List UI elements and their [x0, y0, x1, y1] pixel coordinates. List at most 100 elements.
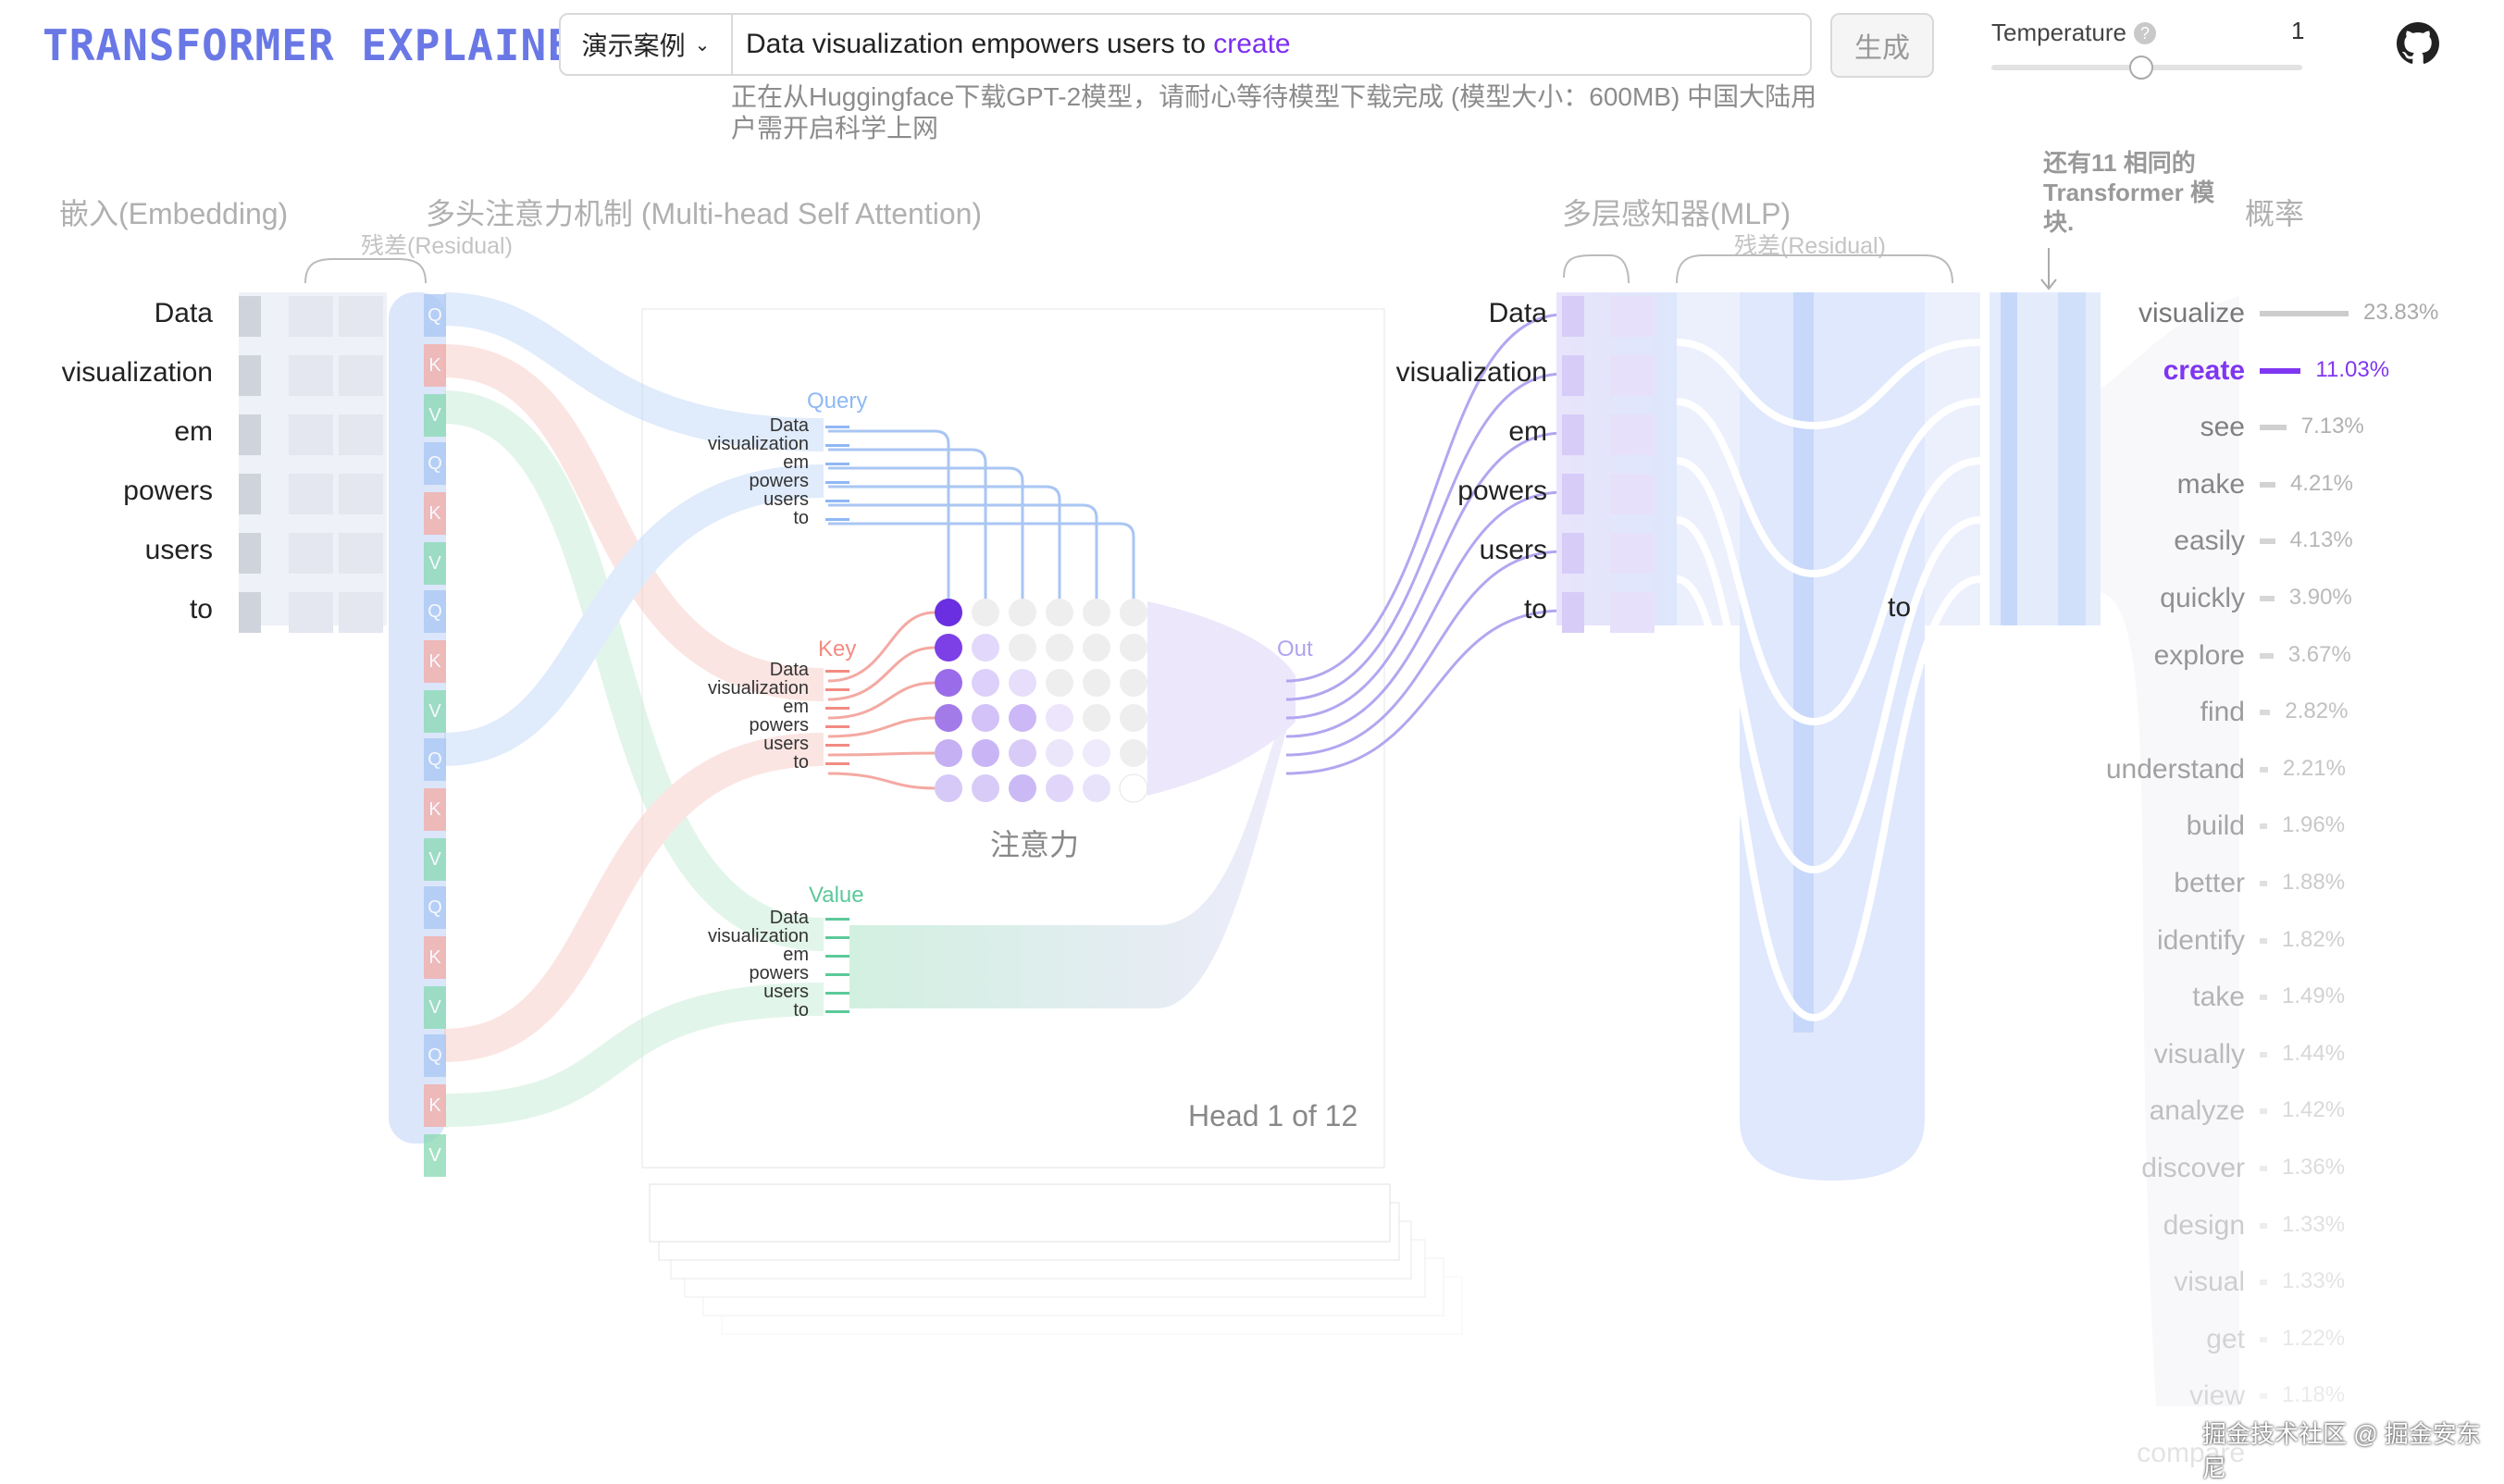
- qkv-cell-k[interactable]: K: [424, 640, 446, 683]
- prediction-word[interactable]: quickly: [2160, 583, 2245, 613]
- mlp-token[interactable]: visualization: [1395, 357, 1547, 388]
- embedding-vector-cell[interactable]: [239, 474, 261, 514]
- generate-button[interactable]: 生成: [1830, 13, 1934, 78]
- prediction-word[interactable]: design: [2163, 1209, 2245, 1241]
- prediction-word[interactable]: better: [2174, 868, 2245, 898]
- embedding-token[interactable]: users: [144, 535, 213, 565]
- prediction-word[interactable]: create: [2163, 354, 2245, 386]
- embedding-vector-cell[interactable]: [239, 296, 261, 337]
- prediction-word[interactable]: easily: [2174, 526, 2245, 557]
- embedding-vector-cell[interactable]: [289, 296, 333, 337]
- prediction-word[interactable]: visual: [2174, 1267, 2245, 1298]
- prediction-word[interactable]: get: [2206, 1323, 2245, 1354]
- mlp-vector-cell[interactable]: [1610, 355, 1655, 396]
- prediction-word[interactable]: find: [2200, 697, 2245, 728]
- embedding-vector-cell[interactable]: [339, 592, 383, 633]
- qkv-cell-v[interactable]: V: [424, 1134, 446, 1177]
- mlp-token[interactable]: em: [1508, 416, 1547, 447]
- qkv-cell-q[interactable]: Q: [424, 590, 446, 633]
- head-indicator[interactable]: Head 1 of 12: [1188, 1099, 1358, 1132]
- mlp-vector-cell[interactable]: [1610, 414, 1655, 455]
- embedding-token[interactable]: powers: [123, 476, 213, 506]
- qkv-cell-v[interactable]: V: [424, 838, 446, 881]
- probability-value: 3.67%: [2287, 641, 2351, 667]
- mlp-vector-cell[interactable]: [1610, 296, 1655, 337]
- mlp-token[interactable]: users: [1479, 535, 1547, 565]
- qkv-cell-v[interactable]: V: [424, 690, 446, 733]
- key-token-label: powers: [749, 715, 809, 736]
- prompt-box[interactable]: 演示案例 ⌄ Data visualization empowers users…: [559, 13, 1812, 76]
- attention-out-flow: [1147, 601, 1295, 796]
- embedding-vector-cell[interactable]: [339, 296, 383, 337]
- qkv-cell-k[interactable]: K: [424, 344, 446, 387]
- embedding-vector-cell[interactable]: [289, 474, 333, 514]
- qkv-cell-v[interactable]: V: [424, 542, 446, 585]
- qkv-cell-k[interactable]: K: [424, 788, 446, 831]
- embedding-vector-cell[interactable]: [239, 355, 261, 396]
- prediction-word[interactable]: analyze: [2149, 1095, 2245, 1127]
- embedding-vector-cell[interactable]: [339, 474, 383, 514]
- mlp-vector-cell[interactable]: [1562, 592, 1584, 633]
- prediction-word[interactable]: visualize: [2138, 298, 2245, 328]
- qkv-cell-q[interactable]: Q: [424, 886, 446, 929]
- qkv-cell-v[interactable]: V: [424, 394, 446, 437]
- mlp-vector-cell[interactable]: [1562, 296, 1584, 337]
- embedding-vector-cell[interactable]: [239, 592, 261, 633]
- head-card-stack: [649, 1183, 1463, 1335]
- temperature-slider-thumb[interactable]: [2129, 56, 2154, 80]
- mlp-vector-cell[interactable]: [1562, 474, 1584, 514]
- mlp-vector-cell[interactable]: [1610, 592, 1655, 633]
- embedding-vector-cell[interactable]: [239, 414, 261, 455]
- embedding-vector-cell[interactable]: [289, 592, 333, 633]
- qkv-cell-k[interactable]: K: [424, 1084, 446, 1127]
- qkv-cell-q[interactable]: Q: [424, 442, 446, 485]
- embedding-vector-cell[interactable]: [339, 355, 383, 396]
- mlp-vector-cell[interactable]: [1610, 474, 1655, 514]
- prediction-word[interactable]: compare: [2137, 1438, 2245, 1468]
- prediction-word[interactable]: understand: [2105, 753, 2245, 785]
- qkv-cell-k[interactable]: K: [424, 492, 446, 535]
- attention-header[interactable]: 多头注意力机制 (Multi-head Self Attention): [426, 197, 983, 230]
- example-dropdown[interactable]: 演示案例 ⌄: [561, 15, 733, 74]
- embedding-header[interactable]: 嵌入(Embedding): [59, 197, 289, 230]
- prediction-word[interactable]: build: [2186, 810, 2245, 842]
- qkv-cell-v[interactable]: V: [424, 986, 446, 1029]
- mlp-vector-cell[interactable]: [1610, 533, 1655, 574]
- embedding-vector-cell[interactable]: [289, 355, 333, 396]
- prediction-word[interactable]: see: [2200, 412, 2245, 443]
- prediction-word[interactable]: view: [2188, 1380, 2245, 1412]
- query-label: Query: [807, 389, 868, 414]
- embedding-vector-cell[interactable]: [239, 533, 261, 574]
- prediction-word[interactable]: make: [2176, 468, 2245, 500]
- mlp-vector-cell[interactable]: [1562, 355, 1584, 396]
- mlp-vector-cell[interactable]: [1562, 533, 1584, 574]
- embedding-vector-cell[interactable]: [289, 533, 333, 574]
- qkv-cell-k[interactable]: K: [424, 936, 446, 979]
- prediction-word[interactable]: discover: [2141, 1153, 2245, 1183]
- embedding-token[interactable]: to: [189, 594, 213, 625]
- token-tick: [825, 426, 849, 428]
- last-token-label: to: [1888, 592, 1912, 623]
- mlp-token[interactable]: to: [1523, 594, 1547, 625]
- prediction-word[interactable]: visually: [2153, 1038, 2245, 1070]
- embedding-token[interactable]: em: [174, 416, 213, 447]
- embedding-token[interactable]: Data: [154, 298, 213, 328]
- prompt-input[interactable]: Data visualization empowers users to cre…: [746, 15, 1291, 74]
- prediction-word[interactable]: explore: [2153, 639, 2245, 671]
- attention-matrix[interactable]: [935, 599, 1148, 803]
- qkv-cell-q[interactable]: Q: [424, 294, 446, 337]
- qkv-cell-q[interactable]: Q: [424, 1034, 446, 1077]
- mlp-token[interactable]: Data: [1488, 298, 1547, 328]
- mlp-token[interactable]: powers: [1457, 476, 1547, 506]
- github-icon[interactable]: [2397, 22, 2439, 65]
- mlp-vector-cell[interactable]: [1562, 414, 1584, 455]
- mlp-header[interactable]: 多层感知器(MLP): [1562, 197, 1791, 230]
- qkv-cell-q[interactable]: Q: [424, 738, 446, 781]
- prediction-word[interactable]: take: [2192, 982, 2245, 1013]
- help-icon[interactable]: ?: [2133, 21, 2156, 44]
- embedding-token[interactable]: visualization: [61, 357, 213, 388]
- embedding-vector-cell[interactable]: [289, 414, 333, 455]
- prediction-word[interactable]: identify: [2156, 924, 2245, 956]
- embedding-vector-cell[interactable]: [339, 533, 383, 574]
- embedding-vector-cell[interactable]: [339, 414, 383, 455]
